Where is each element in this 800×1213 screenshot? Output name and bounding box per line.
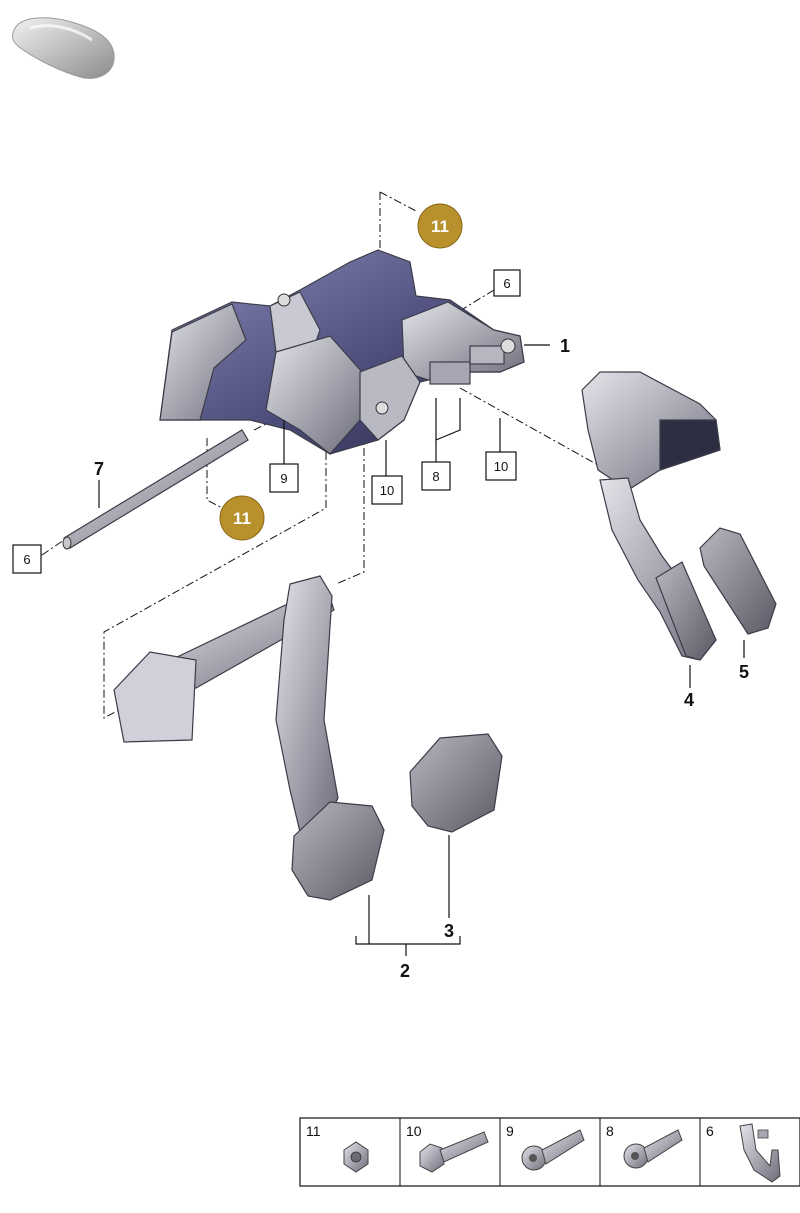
svg-text:10: 10 xyxy=(494,459,508,474)
pedal-bracket xyxy=(159,249,525,455)
leader-lines xyxy=(98,344,745,956)
hardware-label-6: 6 xyxy=(706,1123,714,1139)
box-callout-8: 8 xyxy=(421,461,451,491)
svg-text:8: 8 xyxy=(432,469,439,484)
svg-text:9: 9 xyxy=(280,471,287,486)
brake-pedal-assembly xyxy=(113,575,385,901)
callout-3: 3 xyxy=(444,921,454,941)
hardware-label-10: 10 xyxy=(406,1123,422,1139)
hex-nut-icon xyxy=(343,1141,369,1173)
box-callout-9: 9 xyxy=(269,463,299,493)
svg-text:11: 11 xyxy=(431,217,449,236)
spring-clip-icon xyxy=(739,1123,781,1183)
badge-11-top: 11 xyxy=(417,203,463,249)
hardware-legend-table: 11 10 9 8 6 xyxy=(299,1117,800,1187)
svg-text:6: 6 xyxy=(503,276,510,291)
box-callout-10-b: 10 xyxy=(485,451,517,481)
hex-bolt-icon xyxy=(419,1131,489,1173)
car-thumbnail-icon xyxy=(11,17,115,79)
svg-text:11: 11 xyxy=(233,509,251,528)
pivot-shaft xyxy=(62,429,249,550)
accelerator-pedal-module xyxy=(581,371,721,661)
badge-11-left: 11 xyxy=(219,495,265,541)
accelerator-pad xyxy=(699,527,777,635)
hardware-label-9: 9 xyxy=(506,1123,514,1139)
callout-5: 5 xyxy=(739,662,749,682)
callout-4: 4 xyxy=(684,690,694,710)
svg-text:6: 6 xyxy=(23,552,30,567)
callout-2: 2 xyxy=(400,961,410,981)
torx-bolt-short-icon xyxy=(623,1129,683,1169)
callout-7: 7 xyxy=(94,459,104,479)
box-callout-6-left: 6 xyxy=(12,544,42,574)
pedal-pad xyxy=(409,733,503,833)
box-callout-6-top: 6 xyxy=(493,269,521,297)
torx-bolt-icon xyxy=(521,1129,585,1171)
box-callout-10-a: 10 xyxy=(371,475,403,505)
hardware-label-11: 11 xyxy=(306,1123,321,1139)
callout-1: 1 xyxy=(560,336,570,356)
svg-text:10: 10 xyxy=(380,483,394,498)
hardware-label-8: 8 xyxy=(606,1123,614,1139)
